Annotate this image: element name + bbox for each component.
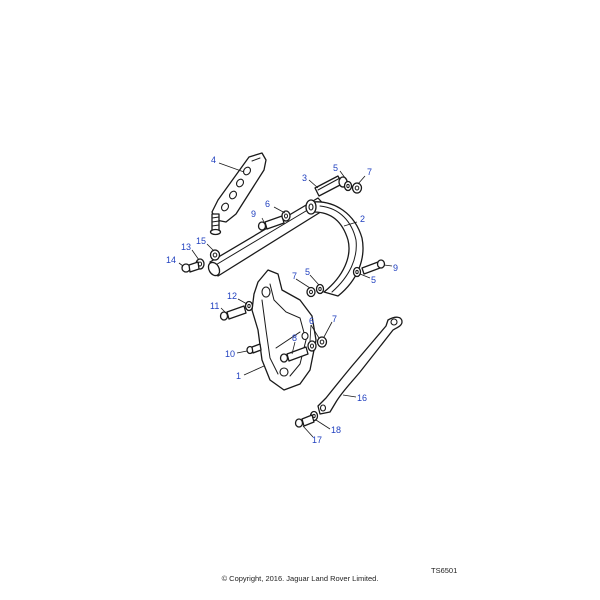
callout-6: 6 (309, 316, 314, 326)
part-5b-washer (315, 283, 325, 295)
part-1-mounting-bracket (251, 269, 317, 391)
part-6b-washer (307, 340, 317, 352)
callout-7: 7 (367, 167, 372, 177)
part-8-bolt (279, 346, 309, 363)
part-9b-bolt (361, 259, 386, 275)
callout-9: 9 (393, 263, 398, 273)
part-7a-nut (351, 182, 363, 194)
part-17-bolt (294, 414, 315, 428)
callout-1: 1 (236, 371, 241, 381)
part-11-bolt (219, 305, 247, 321)
part-9a-bolt (257, 215, 285, 231)
part-5c-washer (352, 266, 362, 278)
part-5a-washer (343, 180, 353, 192)
leader-lines (178, 162, 393, 438)
callout-10: 10 (225, 349, 235, 359)
callout-numbers: 4 3 5 7 6 9 2 15 13 14 9 7 5 5 12 11 6 7… (166, 155, 398, 445)
callout-7: 7 (292, 271, 297, 281)
part-16-stay-rod (317, 316, 403, 415)
callout-8: 8 (292, 333, 297, 343)
part-14-bolt (181, 261, 200, 273)
callout-14: 14 (166, 255, 176, 265)
callout-13: 13 (181, 242, 191, 252)
part-2-curved-band (305, 199, 364, 297)
callout-5: 5 (305, 267, 310, 277)
part-12-washer (244, 300, 254, 312)
drawing-code: TS6501 (431, 566, 458, 575)
callout-12: 12 (227, 291, 237, 301)
callout-2: 2 (360, 214, 365, 224)
part-7b-nut (306, 286, 316, 298)
part-10-small-bolt (246, 343, 262, 355)
part-3-clamp-bolt (314, 175, 348, 197)
callout-9: 9 (251, 209, 256, 219)
callout-5: 5 (333, 163, 338, 173)
callout-18: 18 (331, 425, 341, 435)
callout-7: 7 (332, 314, 337, 324)
callout-11: 11 (210, 301, 219, 311)
part-7c-nut (316, 336, 328, 348)
callout-4: 4 (211, 155, 216, 165)
callout-6: 6 (265, 199, 270, 209)
part-4-slotted-strap (209, 152, 267, 236)
callout-15: 15 (196, 236, 206, 246)
part-15-nut (209, 249, 221, 261)
callout-16: 16 (357, 393, 367, 403)
part-6a-washer (281, 210, 291, 222)
copyright-notice: © Copyright, 2016. Jaguar Land Rover Lim… (221, 574, 379, 583)
callout-5: 5 (371, 275, 376, 285)
callout-3: 3 (302, 173, 307, 183)
callout-17: 17 (312, 435, 322, 445)
